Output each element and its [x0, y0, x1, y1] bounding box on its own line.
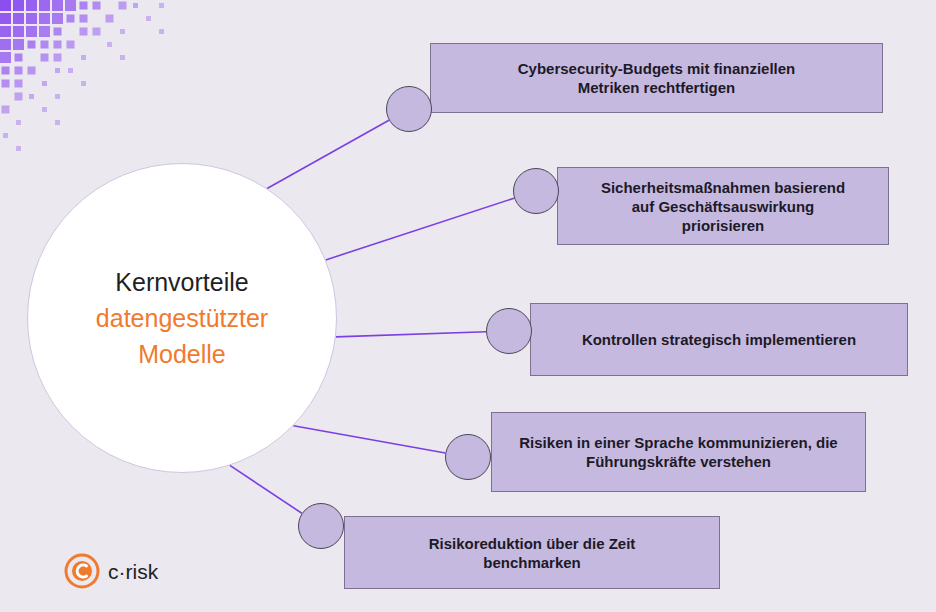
pixel-square	[65, 0, 76, 11]
pixel-square	[26, 26, 37, 37]
pixel-square	[54, 54, 62, 62]
pixel-square	[52, 0, 63, 11]
pixel-pattern	[0, 0, 164, 151]
connector-line	[326, 198, 514, 260]
pixel-square	[146, 16, 151, 21]
pixel-square	[2, 67, 10, 75]
pixel-square	[0, 26, 11, 37]
pixel-square	[42, 81, 47, 86]
pixel-square	[107, 42, 112, 47]
pixel-square	[52, 13, 63, 24]
benefit-box: Kontrollen strategisch implementieren	[530, 303, 908, 376]
pixel-square	[3, 133, 8, 138]
pixel-square	[39, 0, 50, 11]
pixel-square	[93, 28, 101, 36]
logo-icon	[66, 555, 98, 587]
pixel-square	[80, 2, 88, 10]
connector-dot	[486, 308, 532, 354]
pixel-square	[13, 0, 24, 11]
pixel-square	[42, 107, 47, 112]
pixel-square	[26, 13, 37, 24]
pixel-square	[81, 55, 86, 60]
connector-line	[267, 120, 389, 188]
pixel-square	[133, 3, 138, 8]
pixel-square	[2, 80, 10, 88]
pixel-square	[39, 26, 50, 37]
pixel-square	[39, 13, 50, 24]
pixel-square	[159, 29, 164, 34]
pixel-square	[0, 0, 11, 11]
pixel-square	[26, 0, 37, 11]
connector-line	[336, 332, 486, 337]
hub-title: Kernvorteile	[77, 264, 287, 300]
pixel-square	[55, 68, 60, 73]
pixel-square	[29, 94, 34, 99]
pixel-square	[28, 41, 36, 49]
pixel-square	[120, 29, 125, 34]
connector-dot	[386, 86, 432, 132]
pixel-square	[80, 28, 88, 36]
pixel-square	[13, 13, 24, 24]
pixel-square	[93, 2, 101, 10]
pixel-square	[0, 39, 11, 50]
box-label: Sicherheitsmaßnahmen basierend auf Gesch…	[598, 178, 848, 235]
connector-dot	[298, 503, 344, 549]
pixel-square	[13, 39, 24, 50]
pixel-square	[54, 28, 62, 36]
box-label: Kontrollen strategisch implementieren	[582, 330, 856, 349]
hub-circle: Kernvorteiledatengestützter Modelle	[27, 163, 337, 473]
box-label: Cybersecurity-Budgets mit finanziellen M…	[492, 59, 822, 97]
hub-title: datengestützter Modelle	[77, 300, 287, 372]
pixel-square	[106, 15, 114, 23]
pixel-square	[28, 67, 36, 75]
pixel-square	[68, 68, 73, 73]
pixel-square	[54, 41, 62, 49]
pixel-square	[15, 80, 23, 88]
pixel-square	[13, 26, 24, 37]
benefit-box: Sicherheitsmaßnahmen basierend auf Gesch…	[557, 167, 889, 245]
pixel-square	[16, 120, 21, 125]
benefit-box: Risiken in einer Sprache kommunizieren, …	[491, 412, 866, 492]
pixel-square	[80, 15, 88, 23]
pixel-square	[41, 54, 49, 62]
pixel-square	[67, 15, 75, 23]
pixel-square	[55, 94, 60, 99]
pixel-square	[67, 41, 75, 49]
pixel-square	[81, 81, 86, 86]
pixel-square	[15, 67, 23, 75]
box-label: Risikoreduktion über die Zeit benchmarke…	[397, 534, 667, 572]
connector-dot	[513, 168, 559, 214]
pixel-square	[119, 2, 127, 10]
connector-line	[293, 426, 445, 453]
connector-line	[230, 465, 302, 513]
benefit-box: Risikoreduktion über die Zeit benchmarke…	[344, 516, 720, 589]
pixel-square	[41, 41, 49, 49]
pixel-square	[159, 3, 164, 8]
pixel-square	[0, 52, 11, 63]
pixel-square	[55, 120, 60, 125]
pixel-square	[120, 55, 125, 60]
pixel-square	[2, 106, 10, 114]
pixel-square	[15, 54, 23, 62]
box-label: Risiken in einer Sprache kommunizieren, …	[514, 433, 844, 471]
pixel-square	[0, 13, 11, 24]
connector-dot	[445, 434, 491, 480]
pixel-square	[16, 146, 21, 151]
benefit-box: Cybersecurity-Budgets mit finanziellen M…	[430, 43, 883, 113]
logo-text: c·risk	[108, 560, 158, 584]
pixel-square	[15, 93, 23, 101]
